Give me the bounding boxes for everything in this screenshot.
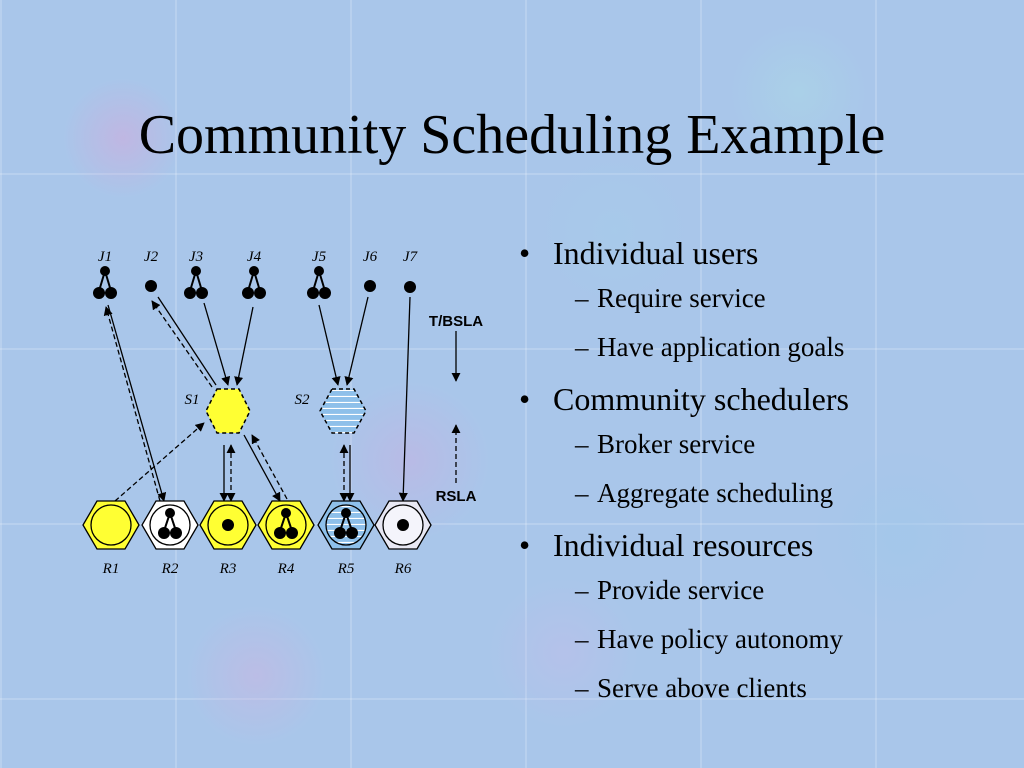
- job-label-j5: J5: [312, 249, 327, 265]
- job-j4-tree-icon: [242, 266, 266, 299]
- arrow-j2-s1-solid: [157, 296, 217, 386]
- resource-label-r3: R3: [219, 561, 237, 577]
- sub-bullet-list: Provide service Have policy autonomy Ser…: [553, 566, 1015, 713]
- sub-bullet-list: Broker service Aggregate scheduling: [553, 420, 1015, 518]
- bullet-text: Community schedulers: [553, 381, 849, 417]
- scheduling-diagram: J1 J2 J3 J4 J5 J6 J7: [80, 235, 510, 585]
- sub-bullet-item: Broker service: [553, 420, 1015, 469]
- arrow-j3-s1: [203, 302, 231, 386]
- sub-bullet-item: Serve above clients: [553, 664, 1015, 713]
- job-label-j4: J4: [247, 249, 262, 265]
- arrow-j4-s1: [234, 306, 254, 386]
- resource-r4-hexagon: [257, 500, 315, 550]
- job-label-j2: J2: [144, 249, 159, 265]
- sub-bullet-item: Aggregate scheduling: [553, 469, 1015, 518]
- job-j6-dot-icon: [364, 280, 376, 292]
- job-j2-dot-icon: [145, 280, 157, 292]
- scheduler-s2-hexagon: [319, 388, 367, 434]
- job-label-j3: J3: [189, 249, 203, 265]
- sub-bullet-list: Require service Have application goals: [553, 274, 1015, 372]
- bullet-item: Individual users Require service Have ap…: [515, 232, 1015, 372]
- arrow-r4-s1-dashed: [251, 434, 288, 500]
- scheduler-s1-hexagon: [205, 388, 251, 434]
- slide-title: Community Scheduling Example: [138, 104, 886, 166]
- job-j3-tree-icon: [184, 266, 208, 299]
- rsla-label: RSLA: [436, 488, 477, 505]
- arrow-j7-r6: [398, 296, 411, 502]
- resource-label-r1: R1: [102, 561, 120, 577]
- job-label-j6: J6: [363, 249, 378, 265]
- arrow-j6-s2: [344, 296, 369, 386]
- scheduler-label-s1: S1: [185, 392, 200, 408]
- arrow-r1-s1-dashed: [114, 422, 205, 502]
- job-j5-tree-icon: [307, 266, 331, 299]
- bullet-text: Individual resources: [553, 527, 814, 563]
- resource-label-r5: R5: [337, 561, 355, 577]
- scheduler-label-s2: S2: [295, 392, 311, 408]
- sub-bullet-item: Require service: [553, 274, 1015, 323]
- arrow-r2-j1: [103, 306, 161, 502]
- tbsla-label: T/BSLA: [429, 313, 483, 330]
- resource-label-r6: R6: [394, 561, 412, 577]
- resource-r2-hexagon: [141, 500, 199, 550]
- job-j1-tree-icon: [93, 266, 117, 299]
- arrow-j2-s1-dashed: [151, 300, 213, 388]
- scheduling-diagram-svg: J1 J2 J3 J4 J5 J6 J7: [82, 249, 483, 577]
- job-label-j1: J1: [98, 249, 112, 265]
- resource-r1-hexagon: [82, 500, 140, 550]
- bullet-item: Community schedulers Broker service Aggr…: [515, 378, 1015, 518]
- resource-label-r4: R4: [277, 561, 295, 577]
- arrow-j5-s2: [318, 304, 341, 386]
- bullet-list: Individual users Require service Have ap…: [515, 232, 1015, 719]
- bullet-item: Individual resources Provide service Hav…: [515, 524, 1015, 713]
- arrow-s1-r4: [243, 434, 281, 502]
- resource-label-r2: R2: [161, 561, 179, 577]
- sub-bullet-item: Have application goals: [553, 323, 1015, 372]
- resource-r3-hexagon: [199, 500, 257, 550]
- job-label-j7: J7: [403, 249, 419, 265]
- arrow-j1-r2: [107, 304, 167, 502]
- sub-bullet-item: Provide service: [553, 566, 1015, 615]
- resource-r6-hexagon: [374, 500, 432, 550]
- sub-bullet-item: Have policy autonomy: [553, 615, 1015, 664]
- resource-r5-hexagon: [317, 500, 375, 550]
- job-j7-dot-icon: [404, 281, 416, 293]
- bullet-text: Individual users: [553, 235, 759, 271]
